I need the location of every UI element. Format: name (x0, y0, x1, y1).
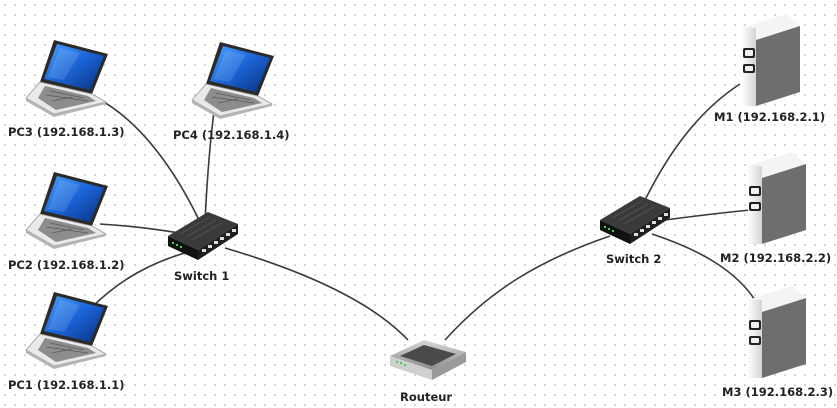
server-icon (746, 152, 806, 244)
server-icon (740, 14, 800, 106)
node-label: PC1 (192.168.1.1) (8, 378, 125, 392)
node-label: PC2 (192.168.1.2) (8, 258, 125, 272)
node-label: Switch 1 (174, 269, 229, 283)
node-label: PC4 (192.168.1.4) (173, 128, 290, 142)
server-icon (746, 286, 806, 378)
laptop-icon (25, 291, 109, 370)
node-label: M1 (192.168.2.1) (714, 110, 825, 124)
node-pc2[interactable]: PC2 (192.168.1.2) (8, 171, 125, 272)
node-label: Switch 2 (606, 252, 661, 266)
laptop-icon (25, 39, 109, 118)
links (91, 83, 756, 341)
link-pc1-switch1 (91, 249, 196, 308)
node-pc3[interactable]: PC3 (192.168.1.3) (8, 39, 125, 139)
link-switch1-router (224, 247, 409, 341)
link-router-switch2 (444, 235, 611, 341)
link-pc3-switch1 (94, 96, 201, 223)
node-router[interactable]: Routeur (390, 340, 466, 404)
switch-icon (167, 211, 239, 261)
node-label: Routeur (400, 390, 452, 404)
laptop-icon (191, 41, 275, 120)
link-switch2-m2 (664, 209, 751, 221)
laptop-icon (25, 171, 109, 250)
link-switch2-m3 (651, 233, 756, 301)
node-label: M3 (192.168.2.3) (722, 385, 833, 399)
node-label: M2 (192.168.2.2) (720, 251, 831, 265)
node-switch2[interactable]: Switch 2 (599, 195, 671, 266)
link-switch2-m1 (644, 83, 741, 201)
link-pc2-switch1 (99, 223, 181, 234)
node-m2[interactable]: M2 (192.168.2.2) (720, 152, 831, 265)
link-pc4-switch1 (204, 103, 216, 223)
router-icon (390, 340, 466, 380)
node-m3[interactable]: M3 (192.168.2.3) (722, 286, 833, 399)
node-pc4[interactable]: PC4 (192.168.1.4) (173, 41, 290, 142)
node-label: PC3 (192.168.1.3) (8, 125, 125, 139)
node-m1[interactable]: M1 (192.168.2.1) (714, 14, 825, 124)
node-pc1[interactable]: PC1 (192.168.1.1) (8, 291, 125, 392)
node-switch1[interactable]: Switch 1 (167, 211, 239, 283)
